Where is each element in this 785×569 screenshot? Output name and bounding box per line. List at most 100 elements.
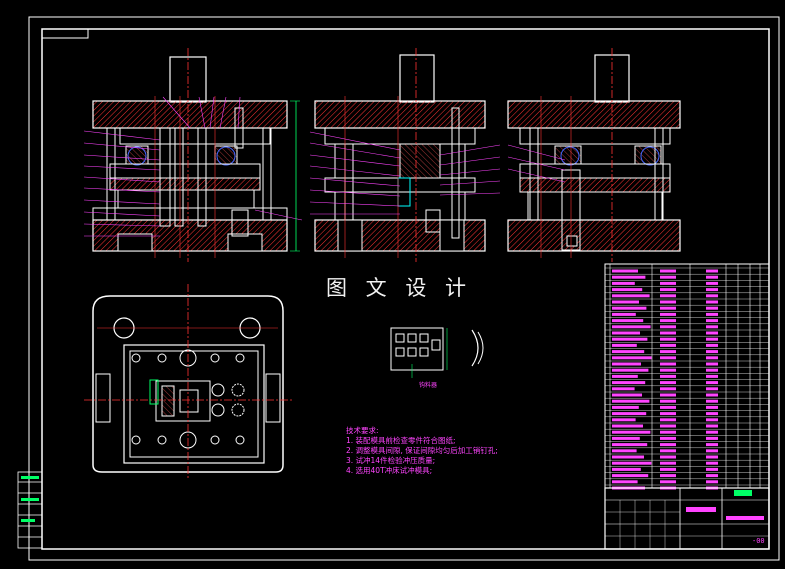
bom-cell-text: [660, 281, 676, 285]
bom-cell-text: [660, 381, 676, 385]
bom-cell-text: [660, 269, 676, 273]
bom-cell-text: [660, 356, 676, 360]
bom-cell-text: [612, 467, 641, 471]
bom-cell-text: [660, 319, 676, 323]
bom-cell-text: [706, 443, 718, 447]
bom-cell-text: [660, 399, 676, 403]
bom-cell-text: [660, 368, 676, 372]
bom-cell-text: [612, 343, 637, 347]
bom-cell-text: [612, 430, 651, 434]
plan-view: [84, 284, 292, 480]
bom-cell-text: [612, 455, 644, 459]
bom-cell-text: [660, 343, 676, 347]
tech-req-line-4: 4. 选用40T冲床试冲模具;: [346, 466, 433, 475]
bom-cell-text: [612, 443, 648, 447]
bom-cell-text: [706, 306, 718, 310]
bom-cell-text: [612, 480, 638, 484]
bom-cell-text: [612, 368, 649, 372]
bom-cell-text: [706, 362, 718, 366]
bom-cell-text: [706, 312, 718, 316]
bom-cell-text: [706, 331, 718, 335]
bom-cell-text: [706, 399, 718, 403]
bom-cell-text: [612, 381, 646, 385]
bom-cell-text: [660, 455, 676, 459]
bom-cell-text: [660, 312, 676, 316]
bom-cell-text: [660, 461, 676, 465]
bom-cell-text: [660, 350, 676, 354]
bom-cell-text: [706, 337, 718, 341]
bom-cell-text: [612, 312, 636, 316]
bom-cell-text: [660, 467, 676, 471]
bom-cell-text: [612, 288, 643, 292]
bom-cell-text: [612, 436, 640, 440]
bom-cell-text: [660, 306, 676, 310]
bom-cell-text: [660, 430, 676, 434]
bom-cell-text: [706, 405, 718, 409]
tech-req-line-1: 1. 装配模具前检查零件符合图纸;: [346, 436, 456, 445]
bom-cell-text: [706, 387, 718, 391]
bom-cell-text: [706, 412, 718, 416]
bom-cell-text: [612, 412, 647, 416]
detail-view-label: 钩料器: [419, 382, 438, 389]
bom-cell-text: [612, 331, 640, 335]
bom-cell-text: [660, 436, 676, 440]
tech-req-line-3: 3. 试冲14件检验冲压质量;: [346, 456, 436, 465]
bom-cell-text: [660, 288, 676, 292]
bom-cell-text: [612, 474, 649, 478]
bom-cell-text: [660, 362, 676, 366]
bom-cell-text: [612, 418, 636, 422]
bom-cell-text: [612, 281, 635, 285]
bom-cell-text: [612, 461, 652, 465]
bom-cell-text: [706, 436, 718, 440]
bom-cell-text: [612, 362, 641, 366]
watermark-title: 图 文 设 计: [326, 276, 473, 300]
bom-cell-text: [612, 300, 639, 304]
sheet-number: -00: [752, 537, 765, 545]
bom-cell-text: [612, 325, 651, 329]
bom-cell-text: [706, 474, 718, 478]
bom-cell-text: [706, 368, 718, 372]
bom-cell-text: [706, 325, 718, 329]
bom-cell-text: [660, 393, 676, 397]
bom-cell-text: [660, 480, 676, 484]
side-view: [507, 48, 681, 262]
bom-cell-text: [660, 405, 676, 409]
bom-cell-text: [612, 405, 639, 409]
bom-cell-text: [612, 449, 637, 453]
bom-cell-text: [706, 381, 718, 385]
bom-cell-text: [706, 418, 718, 422]
bom-cell-text: [612, 424, 643, 428]
bom-cell-text: [612, 306, 647, 310]
middle-section-view: [309, 48, 501, 262]
bom-cell-text: [660, 300, 676, 304]
bom-cell-text: [660, 331, 676, 335]
detail-view: [390, 327, 484, 378]
bom-cell-text: [660, 275, 676, 279]
bom-cell-text: [706, 343, 718, 347]
margin-stamp-block: [17, 471, 43, 549]
bom-cell-text: [612, 387, 635, 391]
bom-cell-text: [706, 430, 718, 434]
bom-cell-text: [612, 399, 650, 403]
bom-cell-text: [706, 424, 718, 428]
bom-cell-text: [706, 300, 718, 304]
bom-cell-text: [706, 275, 718, 279]
bom-cell-text: [612, 294, 650, 298]
bom-cell-text: [612, 374, 638, 378]
bom-cell-text: [660, 449, 676, 453]
bom-cell-text: [706, 461, 718, 465]
bom-cell-text: [660, 443, 676, 447]
bom-cell-text: [706, 294, 718, 298]
bom-cell-text: [706, 393, 718, 397]
bom-cell-text: [612, 337, 648, 341]
bom-cell-text: [660, 294, 676, 298]
bom-cell-text: [612, 393, 642, 397]
bom-cell-text: [706, 269, 718, 273]
tech-req-line-2: 2. 调整模具间隙, 保证间隙均匀后加工销钉孔;: [346, 446, 498, 455]
bom-cell-text: [612, 269, 638, 273]
bom-cell-text: [706, 455, 718, 459]
bom-cell-text: [660, 474, 676, 478]
bom-cell-text: [706, 288, 718, 292]
bom-cell-text: [660, 374, 676, 378]
